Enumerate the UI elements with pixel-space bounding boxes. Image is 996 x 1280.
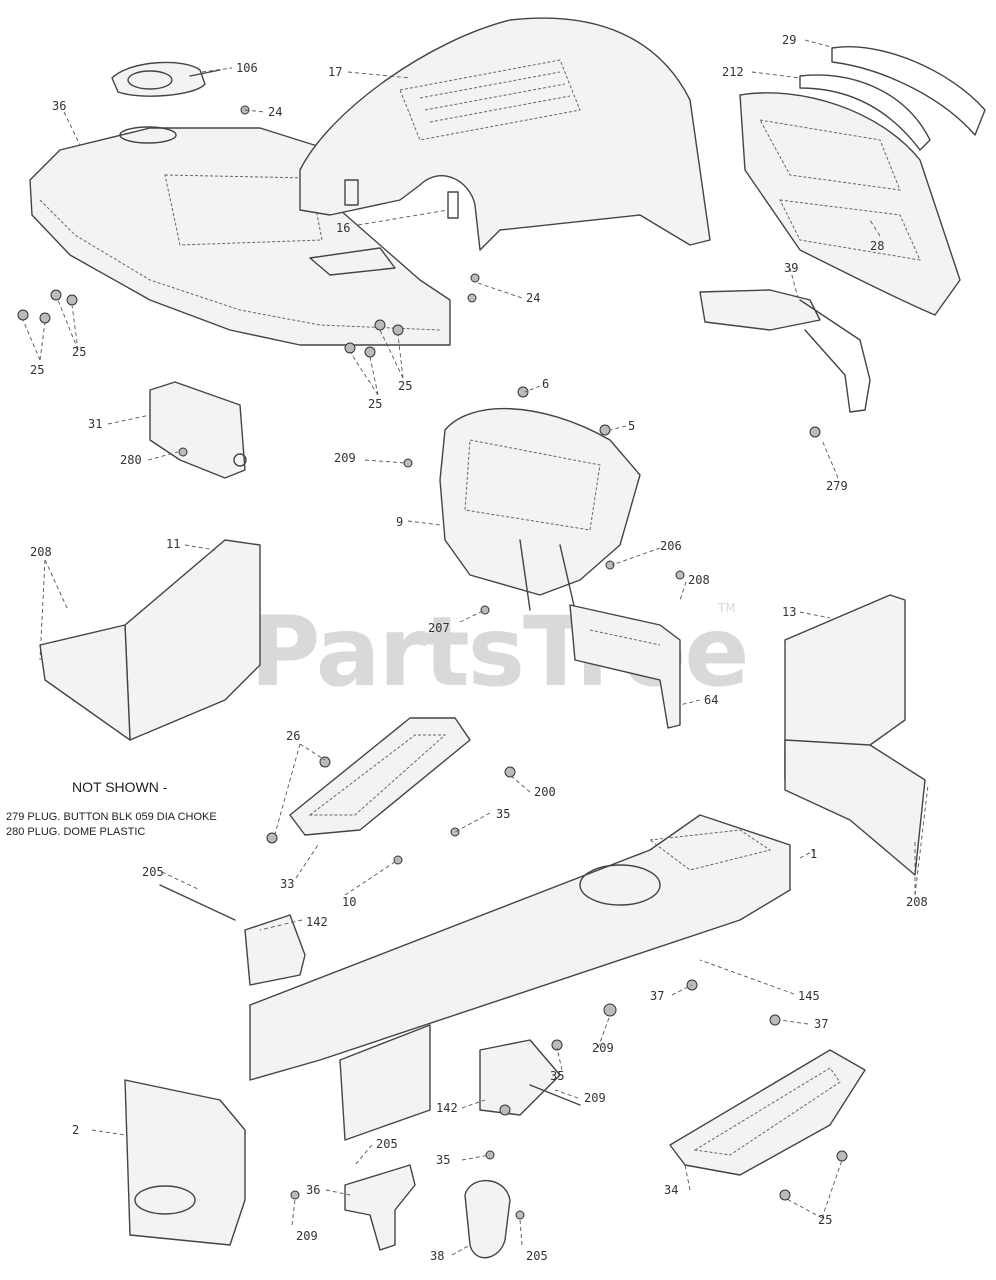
callout-206[interactable]: 206	[660, 539, 682, 553]
callout-31[interactable]: 31	[88, 417, 102, 431]
callout-16[interactable]: 16	[336, 221, 350, 235]
part-lever[interactable]	[464, 1179, 511, 1259]
callout-205-c[interactable]: 205	[526, 1249, 548, 1263]
callout-25-c[interactable]: 25	[368, 397, 382, 411]
not-shown-note: NOT SHOWN - 279 PLUG. BUTTON BLK 059 DIA…	[6, 779, 217, 838]
callout-5[interactable]: 5	[628, 419, 635, 433]
callout-208-a[interactable]: 208	[30, 545, 52, 559]
callout-2[interactable]: 2	[72, 1123, 79, 1137]
part-frame[interactable]	[249, 814, 791, 1141]
callout-34[interactable]: 34	[664, 1183, 678, 1197]
callout-35-c[interactable]: 35	[436, 1153, 450, 1167]
part-grille-trim[interactable]	[799, 46, 986, 151]
callout-142-b[interactable]: 142	[436, 1101, 458, 1115]
callout-205-b[interactable]: 205	[376, 1137, 398, 1151]
part-bracket-31[interactable]	[149, 381, 247, 479]
callout-36[interactable]: 36	[52, 99, 66, 113]
part-front-bracket-142[interactable]	[159, 884, 306, 986]
callout-200[interactable]: 200	[534, 785, 556, 799]
callout-25-e[interactable]: 25	[818, 1213, 832, 1227]
callout-38[interactable]: 38	[430, 1249, 444, 1263]
part-fender[interactable]	[29, 126, 451, 346]
note-title: NOT SHOWN -	[72, 779, 168, 795]
callout-39[interactable]: 39	[784, 261, 798, 275]
callout-36-b[interactable]: 36	[306, 1183, 320, 1197]
hardware	[17, 105, 848, 1220]
callout-11[interactable]: 11	[166, 537, 180, 551]
callout-9[interactable]: 9	[396, 515, 403, 529]
callout-208-c[interactable]: 208	[906, 895, 928, 909]
watermark-tm: TM	[717, 601, 736, 615]
callout-212[interactable]: 212	[722, 65, 744, 79]
callout-13[interactable]: 13	[782, 605, 796, 619]
part-side-panel-13[interactable]	[784, 594, 926, 876]
leader-lines	[22, 39, 929, 1256]
callout-205-a[interactable]: 205	[142, 865, 164, 879]
part-side-panel-11[interactable]	[39, 539, 261, 741]
part-rear-bracket-142[interactable]	[479, 1039, 581, 1116]
callout-209-b[interactable]: 209	[592, 1041, 614, 1055]
callout-207[interactable]: 207	[428, 621, 450, 635]
callout-1[interactable]: 1	[810, 847, 817, 861]
callout-28[interactable]: 28	[870, 239, 884, 253]
callout-145[interactable]: 145	[798, 989, 820, 1003]
callout-37-a[interactable]: 37	[650, 989, 664, 1003]
callout-37-b[interactable]: 37	[814, 1017, 828, 1031]
part-footrest-34[interactable]	[669, 1049, 866, 1176]
callouts: 106 17 29 212 36 24 16 24 28 25 25 25 25…	[30, 33, 928, 1263]
callout-29[interactable]: 29	[782, 33, 796, 47]
callout-279[interactable]: 279	[826, 479, 848, 493]
callout-24-top[interactable]: 24	[268, 105, 282, 119]
callout-142-a[interactable]: 142	[306, 915, 328, 929]
callout-25-d[interactable]: 25	[398, 379, 412, 393]
callout-24-right[interactable]: 24	[526, 291, 540, 305]
callout-280[interactable]: 280	[120, 453, 142, 467]
callout-209-d[interactable]: 209	[296, 1229, 318, 1243]
callout-209-a[interactable]: 209	[334, 451, 356, 465]
callout-64[interactable]: 64	[704, 693, 718, 707]
part-bracket-64[interactable]	[569, 604, 681, 729]
note-line-279: 279 PLUG. BUTTON BLK 059 DIA CHOKE	[6, 811, 217, 823]
callout-17[interactable]: 17	[328, 65, 342, 79]
callout-106[interactable]: 106	[236, 61, 258, 75]
callout-35-a[interactable]: 35	[496, 807, 510, 821]
part-pedal[interactable]	[344, 1164, 416, 1251]
part-linkage[interactable]	[699, 289, 871, 413]
callout-25-b[interactable]: 25	[72, 345, 86, 359]
note-line-280: 280 PLUG. DOME PLASTIC	[6, 826, 145, 838]
part-footrest-33[interactable]	[289, 717, 471, 836]
callout-26[interactable]: 26	[286, 729, 300, 743]
callout-35-b[interactable]: 35	[550, 1069, 564, 1083]
part-hood[interactable]	[299, 17, 711, 251]
callout-208-b[interactable]: 208	[688, 573, 710, 587]
callout-33[interactable]: 33	[280, 877, 294, 891]
part-fuel-cap[interactable]	[111, 61, 221, 97]
part-rear-bracket-2[interactable]	[124, 1079, 246, 1246]
callout-6[interactable]: 6	[542, 377, 549, 391]
callout-25-a[interactable]: 25	[30, 363, 44, 377]
callout-209-c[interactable]: 209	[584, 1091, 606, 1105]
callout-10[interactable]: 10	[342, 895, 356, 909]
part-grille[interactable]	[739, 92, 961, 316]
part-dash-panel[interactable]	[439, 408, 641, 611]
